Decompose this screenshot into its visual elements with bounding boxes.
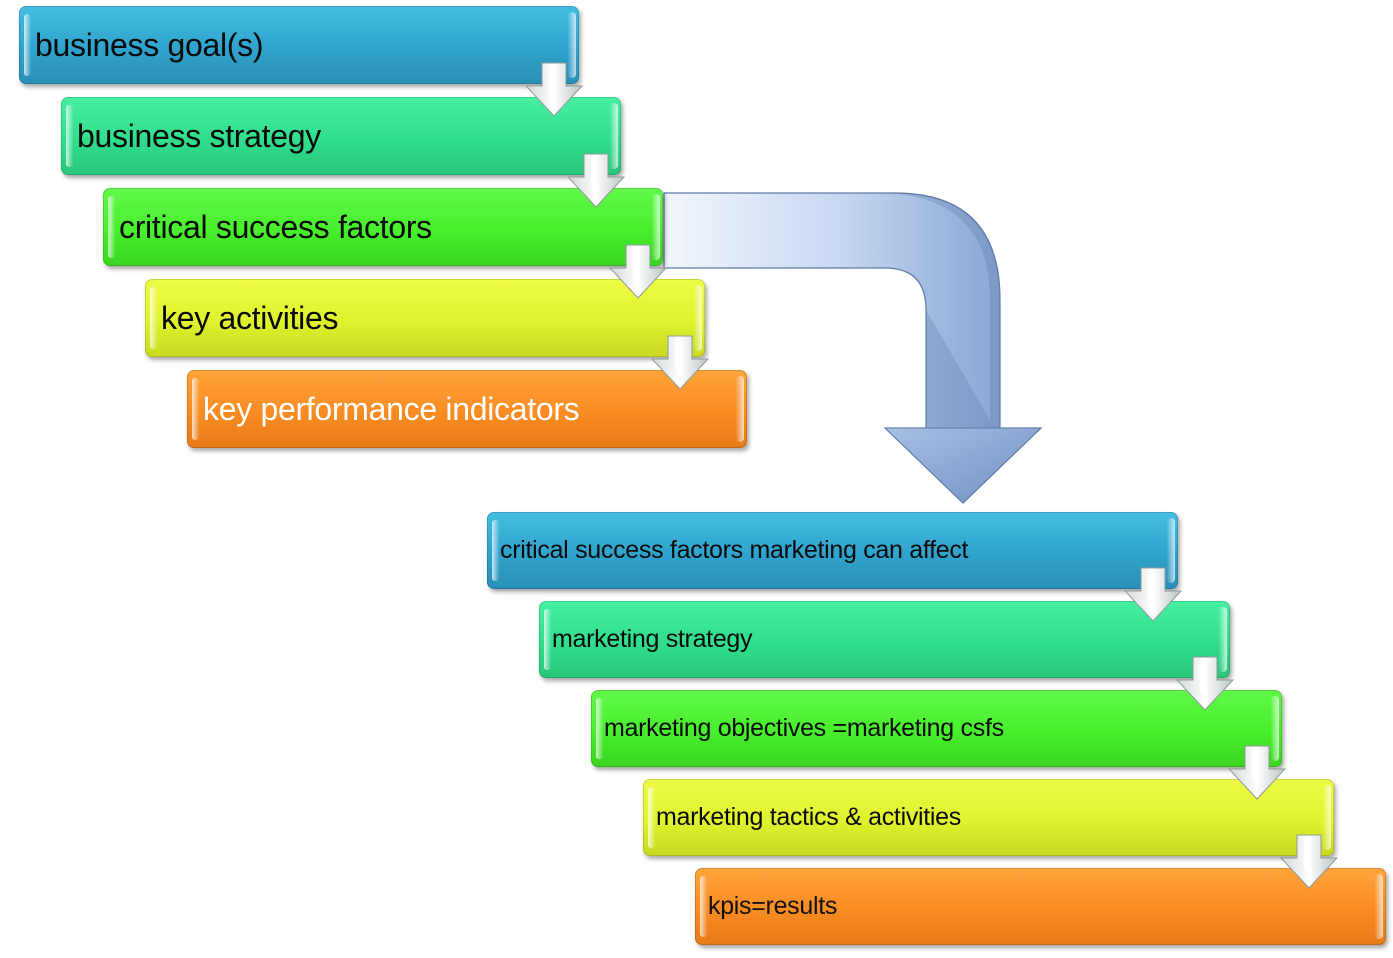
marketing-step-5: kpis=results	[695, 868, 1386, 945]
business-step-4: key activities	[145, 279, 705, 357]
down-arrow-icon	[1227, 745, 1287, 801]
step-label: critical success factors	[119, 208, 432, 245]
business-step-3: critical success factors	[103, 188, 663, 266]
down-arrow-icon	[1279, 834, 1339, 890]
marketing-step-2: marketing strategy	[539, 601, 1230, 678]
step-label: kpis=results	[708, 892, 838, 920]
step-label: critical success factors marketing can a…	[500, 536, 969, 564]
down-arrow-icon	[608, 244, 668, 300]
marketing-step-4: marketing tactics & activities	[643, 779, 1334, 856]
business-step-2: business strategy	[61, 97, 621, 175]
business-step-1: business goal(s)	[19, 6, 579, 84]
down-arrow-icon	[524, 62, 584, 118]
down-arrow-icon	[1123, 567, 1183, 623]
marketing-step-3: marketing objectives =marketing csfs	[591, 690, 1282, 767]
business-step-5: key performance indicators	[187, 370, 747, 448]
step-label: key activities	[161, 299, 339, 336]
down-arrow-icon	[1175, 656, 1235, 712]
down-arrow-icon	[566, 153, 626, 209]
step-label: marketing strategy	[552, 625, 753, 653]
marketing-step-1: critical success factors marketing can a…	[487, 512, 1178, 589]
step-label: business strategy	[77, 117, 321, 154]
step-label: key performance indicators	[203, 390, 580, 427]
down-arrow-icon	[650, 335, 710, 391]
step-label: marketing tactics & activities	[656, 803, 961, 831]
step-label: marketing objectives =marketing csfs	[604, 714, 1004, 742]
step-label: business goal(s)	[35, 26, 264, 63]
